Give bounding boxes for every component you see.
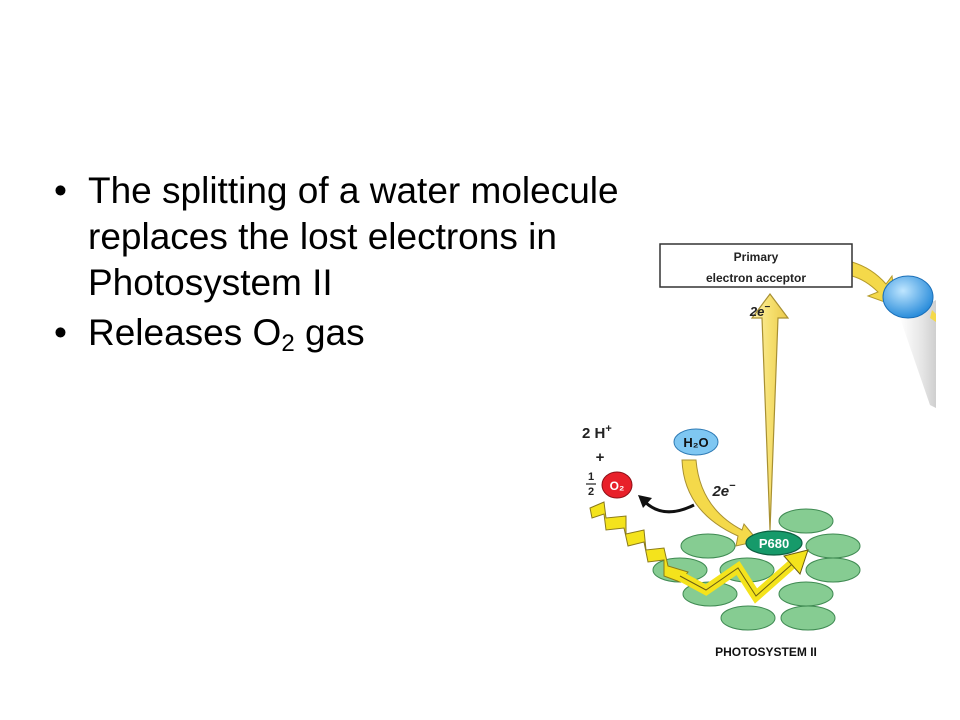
oxygen-release-arrowhead xyxy=(638,495,652,508)
water-molecule xyxy=(673,428,719,456)
acceptor-label-line1: Primary xyxy=(734,250,779,264)
bullet-item-releases-o2: • Releases O2 gas xyxy=(52,310,622,356)
oxygen-release-arrow xyxy=(643,500,695,514)
bullet-item-water-splitting: • The splitting of a water molecule repl… xyxy=(52,168,622,306)
light-energy-arrow xyxy=(589,501,689,583)
half-denominator: 2 xyxy=(588,486,594,498)
p680-label: P680 xyxy=(759,536,789,551)
bullet-text: The splitting of a water molecule replac… xyxy=(88,170,619,303)
light-energy-path-outline xyxy=(679,559,797,597)
light-beam xyxy=(900,300,936,408)
bullet-text-pre: Releases O xyxy=(88,312,282,353)
primary-acceptor-box xyxy=(659,243,853,288)
plus-sign: + xyxy=(596,449,605,466)
reaction-center-p680 xyxy=(745,530,803,556)
protons-label: 2 H+ xyxy=(582,423,612,442)
bullet-marker: • xyxy=(54,312,67,353)
bullet-marker: • xyxy=(54,170,67,211)
oxygen-molecule xyxy=(601,471,633,499)
photosystem-label: PHOTOSYSTEM II xyxy=(715,645,817,659)
bullet-text-post: gas xyxy=(294,312,365,353)
electron-carrier xyxy=(882,275,934,319)
light-energy-arrowhead xyxy=(783,549,809,575)
electrons-top-label: 2e− xyxy=(749,302,770,319)
water-electron-arrow xyxy=(681,459,759,547)
bullet-subscript: 2 xyxy=(281,330,295,357)
antenna-pigments xyxy=(652,508,861,631)
acceptor-label-line2: electron acceptor xyxy=(706,271,806,285)
electron-flow-up-arrow xyxy=(750,293,790,531)
half-numerator: 1 xyxy=(588,471,594,483)
bullet-list: • The splitting of a water molecule repl… xyxy=(52,168,622,360)
oxygen-label: O₂ xyxy=(610,479,625,493)
water-label: H₂O xyxy=(683,435,708,450)
electrons-mid-label: 2e− xyxy=(711,480,736,500)
carrier-exit-arrow xyxy=(930,310,936,322)
